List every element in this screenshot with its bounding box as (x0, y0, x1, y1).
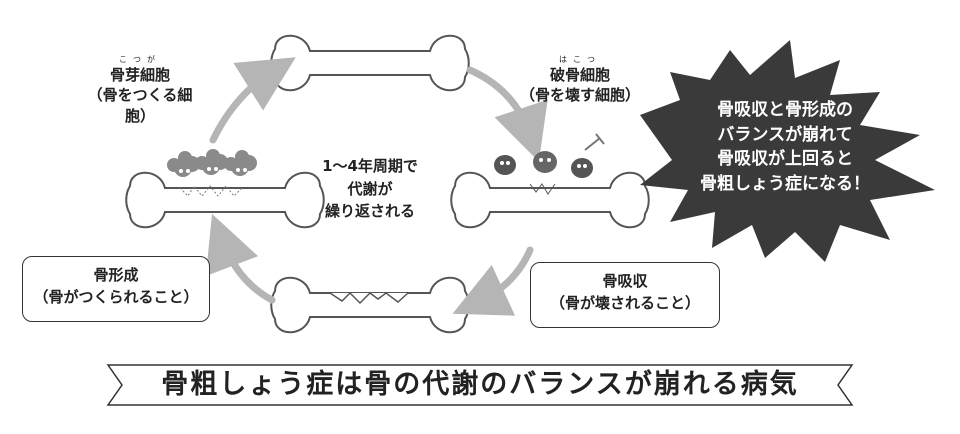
burst-line-4: 骨粗しょう症になる！ (700, 173, 870, 194)
bone-resorption-subtitle: （骨が壊されること） (549, 293, 700, 312)
burst-line-1: 骨吸収と骨形成の (717, 100, 853, 120)
osteoblast-label: こつが 骨芽細胞 （骨をつくる細胞） (80, 55, 200, 126)
osteoblast-ruby: こつが (119, 55, 161, 64)
bone-formation-callout: 骨形成 （骨がつくられること） (22, 256, 210, 322)
cycle-line-3: 繰り返される (324, 202, 415, 220)
bone-bottom (270, 276, 470, 334)
burst-shape (640, 40, 935, 262)
bone-top (270, 34, 470, 92)
arrow-left-to-top (209, 57, 296, 144)
osteoclast-ruby: はこつ (559, 55, 601, 64)
cycle-description: 1～4年周期で 代謝が 繰り返される (305, 155, 435, 223)
bone-formation-subtitle: （骨がつくられること） (33, 287, 199, 306)
bone-formation-title: 骨形成 (93, 266, 139, 284)
osteoclast-label: はこつ 破骨細胞 （骨を壊す細胞） (520, 55, 640, 106)
osteoblast-subtitle: （骨をつくる細胞） (87, 86, 193, 125)
cycle-line-2: 代謝が (347, 179, 393, 198)
bone-right (450, 171, 650, 229)
osteoclast-subtitle: （骨を壊す細胞） (520, 86, 641, 105)
burst-message: 骨吸収と骨形成の バランスが崩れて 骨吸収が上回ると 骨粗しょう症になる！ (680, 98, 890, 197)
osteoclast-cells-icon (494, 133, 605, 195)
arrow-bottom-to-left (205, 213, 276, 304)
osteoclast-title: 破骨細胞 (549, 66, 610, 84)
osteoblast-title: 骨芽細胞 (109, 66, 170, 84)
cycle-line-1: 1～4年周期で (322, 157, 418, 175)
bone-resorption-title: 骨吸収 (602, 272, 648, 290)
burst-line-3: 骨吸収が上回ると (717, 149, 853, 170)
arrow-right-to-bottom (452, 246, 534, 316)
banner-title: 骨粗しょう症は骨の代謝のバランスが崩れる病気 (161, 369, 799, 400)
banner-frame (106, 364, 854, 406)
burst-line-2: バランスが崩れて (717, 124, 853, 145)
bone-resorption-callout: 骨吸収 （骨が壊されること） (530, 262, 720, 328)
bone-left (125, 171, 325, 229)
arrow-top-to-right (466, 66, 548, 162)
osteoblast-cells-icon (167, 149, 257, 197)
